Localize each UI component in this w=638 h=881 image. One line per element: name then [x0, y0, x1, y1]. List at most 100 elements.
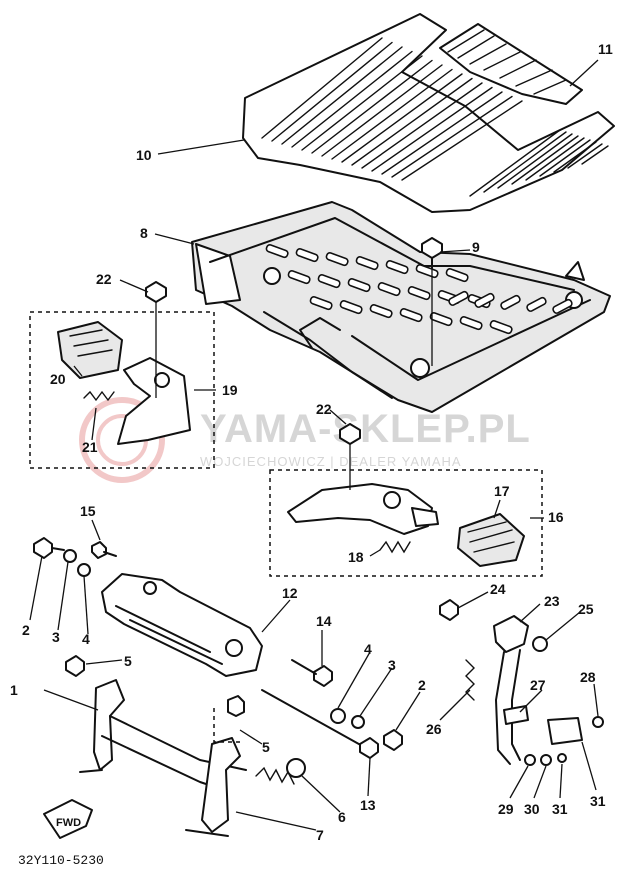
part-28-screw — [592, 716, 604, 728]
part-22-bolt-b — [339, 423, 361, 445]
mat-rib — [381, 91, 503, 175]
callout-1: 1 — [10, 682, 18, 698]
callout-22: 22 — [96, 271, 112, 287]
mat-rib — [511, 135, 579, 185]
callout-6: 6 — [338, 809, 346, 825]
callout-13: 13 — [360, 797, 376, 813]
board-slot — [474, 292, 495, 308]
callout-28: 28 — [580, 669, 596, 685]
callout-8: 8 — [140, 225, 148, 241]
mat-rib — [281, 46, 403, 145]
board-slot — [309, 296, 333, 311]
mat-rib — [311, 59, 433, 154]
mat-rib — [469, 129, 561, 197]
mat-rib — [391, 95, 513, 178]
callout-14: 14 — [316, 613, 332, 629]
mat-rib — [581, 145, 609, 165]
mat-rib — [371, 86, 493, 172]
watermark: YAMA-SKLEP.PL WOJCIECHOWICZ | DEALER YAM… — [79, 397, 531, 483]
callout-5-b: 5 — [262, 739, 270, 755]
mat-rib — [341, 73, 463, 163]
callout-23: 23 — [544, 593, 560, 609]
fwd-label: FWD — [56, 817, 81, 829]
part-4-washer — [77, 563, 91, 577]
group-19-bracket — [117, 357, 191, 445]
part-2-bolt-b — [383, 729, 403, 751]
part-22-bolt — [145, 281, 167, 303]
mat-rib — [525, 137, 585, 181]
callout-27: 27 — [530, 677, 546, 693]
board-slot — [399, 308, 423, 323]
part-27-bracket — [503, 705, 529, 725]
mat-rib — [271, 41, 393, 142]
part-20-pedal-rubber — [57, 321, 123, 379]
part-31-screw — [557, 753, 567, 763]
callout-18: 18 — [348, 549, 364, 565]
part-12-stand-bracket — [101, 573, 263, 677]
callout-25: 25 — [578, 601, 594, 617]
part-8-floor-board — [191, 201, 611, 413]
leader-lines — [29, 59, 599, 831]
mat-rib — [539, 139, 591, 177]
group-16-bracket — [287, 483, 433, 535]
callout-19: 19 — [222, 382, 238, 398]
callout-20: 20 — [50, 371, 66, 387]
board-slot — [429, 312, 453, 327]
board-slot — [369, 304, 393, 319]
group-16-box — [269, 423, 543, 577]
callout-26: 26 — [426, 721, 442, 737]
part-30-washer — [540, 754, 552, 766]
callout-31: 31 — [552, 801, 568, 817]
callout-4-b: 4 — [364, 641, 372, 657]
side-stand-group — [439, 599, 604, 766]
part-23-side-stand — [493, 615, 529, 653]
watermark-logo-icon — [79, 397, 165, 483]
callout-17: 17 — [494, 483, 510, 499]
callout-7: 7 — [316, 827, 324, 843]
part-27-switch — [547, 717, 583, 745]
board-slot — [445, 268, 469, 283]
part-11-mat-strip — [439, 23, 583, 105]
callout-16: 16 — [548, 509, 564, 525]
part-24-bolt — [439, 599, 459, 621]
fwd-arrow-icon: FWD — [43, 799, 93, 839]
callout-11: 11 — [598, 41, 613, 57]
mat-rib — [321, 64, 443, 157]
part-4-washer-b — [330, 708, 346, 724]
mat-rib — [497, 133, 573, 189]
part-5-bolt — [65, 655, 85, 677]
board-slot — [347, 278, 371, 293]
mat-ribs — [261, 37, 609, 197]
board-slot — [448, 290, 469, 306]
board-slot — [295, 248, 319, 263]
callout-5: 5 — [124, 653, 132, 669]
mat-rib — [361, 82, 483, 169]
left-fasteners — [33, 537, 117, 677]
board-slot — [489, 320, 513, 335]
board-slot — [265, 244, 289, 259]
part-29-nut — [524, 754, 536, 766]
callout-2-b: 2 — [418, 677, 426, 693]
mat-rib — [291, 50, 413, 148]
group-19-box — [29, 281, 215, 469]
board-slot — [385, 260, 409, 275]
part-3-washer-b — [351, 715, 365, 729]
callout-3-b: 3 — [388, 657, 396, 673]
callout-4: 4 — [82, 631, 90, 647]
watermark-title: YAMA-SKLEP.PL — [200, 407, 531, 451]
part-25-nut — [532, 636, 548, 652]
callout-22-b: 22 — [316, 401, 332, 417]
callout-15: 15 — [80, 503, 96, 519]
part-1-main-stand — [79, 679, 247, 837]
part-5-bolt-b — [227, 695, 245, 717]
mat-rib — [483, 131, 567, 193]
callout-2: 2 — [22, 622, 30, 638]
board-slot — [526, 296, 547, 312]
callout-10: 10 — [136, 147, 152, 163]
mat-rib — [567, 143, 603, 169]
mat-rib — [331, 68, 453, 160]
board-slot — [325, 252, 349, 267]
part-3-washer — [63, 549, 77, 563]
